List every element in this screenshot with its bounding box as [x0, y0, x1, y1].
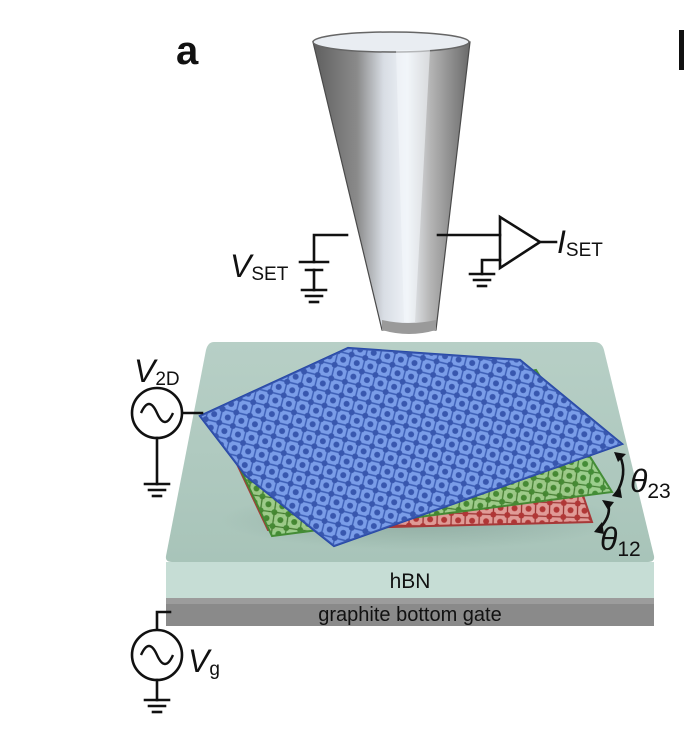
v-g-label: Vg [188, 643, 220, 680]
v-2d-source [130, 386, 204, 498]
i-set-label: ISET [557, 224, 603, 261]
next-panel-edge [679, 30, 684, 70]
theta23-arrow [612, 452, 626, 498]
theta12-label: θ12 [600, 521, 641, 561]
hbn-front-face [166, 562, 654, 598]
hbn-label: hBN [390, 570, 431, 593]
graphite-label: graphite bottom gate [318, 604, 501, 626]
i-set-amplifier [436, 214, 558, 288]
v-set-circuit [298, 233, 349, 304]
v-set-label: VSET [230, 248, 289, 285]
tip-opening [312, 31, 470, 53]
theta12-arrow [594, 500, 614, 534]
set-tip [312, 31, 471, 334]
graphite-bottom-gate [166, 598, 654, 626]
theta23-label: θ23 [630, 463, 671, 503]
v-g-source [130, 610, 184, 714]
v-2d-label: V2D [134, 353, 180, 390]
graphene-layer-top [198, 346, 625, 548]
panel-label: a [176, 29, 199, 73]
